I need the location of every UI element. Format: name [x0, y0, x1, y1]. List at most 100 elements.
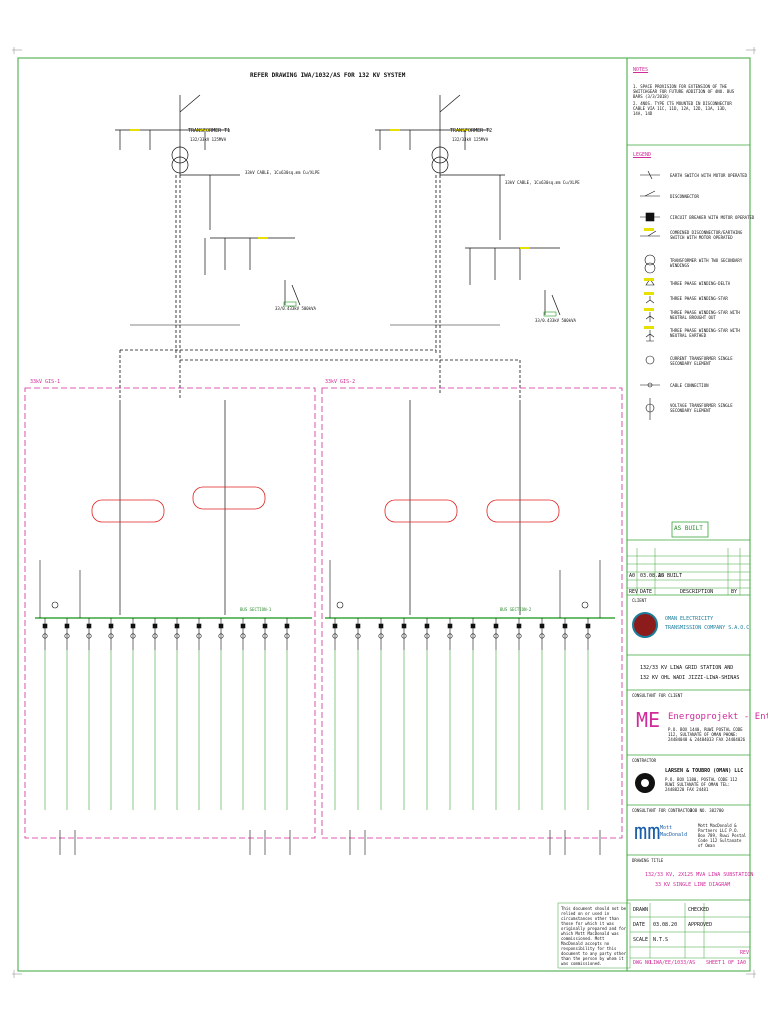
tx1-rating: 132/33kV 125MVA	[190, 137, 227, 142]
busbar-2-label: BUS SECTION-2	[500, 607, 532, 612]
legend-item-ct: CURRENT TRANSFORMER SINGLE SECONDARY ELE…	[670, 356, 733, 366]
drawing-title-line1: 132/33 KV, 2X125 MVA LIWA SUBSTATION	[645, 872, 754, 878]
as-built-stamp: AS BUILT	[674, 525, 703, 532]
feeder-breaker	[42, 623, 48, 629]
client-name-line1: OMAN ELECTRICITY	[665, 616, 714, 622]
legend-item-star: THREE PHASE WINDING-STAR	[670, 296, 728, 301]
contractor-address: P.O. BOX 1380, POSTAL CODE 112 RUWI SULT…	[665, 777, 738, 792]
feeder-ct	[196, 633, 202, 639]
tx1-label: TRANSFORMER T1	[188, 128, 231, 134]
legend-item-disconnector: DISCONNECTOR	[670, 194, 699, 199]
feeder-drops	[42, 618, 601, 855]
feeder-breaker	[562, 623, 568, 629]
feeder-breaker	[447, 623, 453, 629]
feeder-breaker	[332, 623, 338, 629]
drawing-number: LIWA/EE/1033/AS	[650, 960, 696, 966]
project-line1: 132/33 KV LIWA GRID STATION AND	[640, 665, 734, 671]
feeder-ct	[424, 633, 430, 639]
feeder-ct	[493, 633, 499, 639]
legend-item-star-earthed: THREE PHASE WINDING-STAR WITH NEUTRAL EA…	[670, 328, 740, 338]
checked-label: CHECKED	[688, 907, 710, 913]
disclaimer-text: This document should not be relied on or…	[561, 906, 627, 966]
legend-item-star-neutral: THREE PHASE WINDING-STAR WITH NEUTRAL BR…	[670, 310, 740, 320]
crop-marks	[12, 47, 756, 978]
feeder-breaker	[401, 623, 407, 629]
rev-label: REV	[740, 950, 750, 956]
feeder-ct	[355, 633, 361, 639]
gis-2-label: 33kV GIS-2	[325, 379, 356, 385]
drawing-title-text: REFER DRAWING IWA/1032/AS FOR 132 KV SYS…	[250, 72, 406, 79]
consultant-label: CONSULTANT FOR CLIENT	[632, 693, 683, 698]
cable-label-2: 33kV CABLE, 1Cx630sq.mm Cu/XLPE	[505, 180, 580, 185]
scale-value: N.T.S	[653, 937, 669, 943]
feeder-breaker	[539, 623, 545, 629]
drawing-title-line2: 33 KV SINGLE LINE DIAGRAM	[655, 882, 731, 888]
transformer-bay-2	[375, 94, 561, 317]
feeder-breaker	[108, 623, 114, 629]
revision-col-date: DATE	[640, 589, 653, 595]
drawing-title-label: DRAWING TITLE	[632, 858, 664, 863]
highlight-marks	[130, 129, 530, 249]
subcontractor-detail: Mott MacDonald & Partners LLC P.O. Box 7…	[698, 823, 747, 848]
feeder-ct	[378, 633, 384, 639]
feeder-ct	[585, 633, 591, 639]
feeder-ct	[218, 633, 224, 639]
revision-col-desc: DESCRIPTION	[680, 589, 714, 595]
feeder-ct	[86, 633, 92, 639]
feeder-ct	[470, 633, 476, 639]
revision-rev: A0	[629, 573, 636, 579]
gis-1-label: 33kV GIS-1	[30, 379, 61, 385]
revision-clouds	[91, 486, 560, 523]
subcontractor-label: CONSULTANT FOR CONTRACTOR	[632, 808, 693, 813]
feeder-ct	[152, 633, 158, 639]
tx2-rating: 132/33kV 125MVA	[452, 137, 489, 142]
legend-heading: LEGEND	[633, 152, 652, 158]
feeder-breaker	[516, 623, 522, 629]
drawing-number-label: DWG NO	[633, 960, 652, 966]
incomer-conductors	[119, 400, 521, 615]
revision-description: AS BUILT	[658, 573, 683, 579]
feeder-ct	[42, 633, 48, 639]
gis-boundary-2	[321, 387, 623, 839]
feeder-cables	[44, 650, 589, 810]
client-label: CLIENT	[632, 598, 647, 603]
consultant-address: P.O. BOX 1440, RUWI POSTAL CODE 112, SUL…	[668, 727, 746, 742]
feeder-ct	[401, 633, 407, 639]
legend-item-cable: CABLE CONNECTION	[670, 383, 709, 388]
client-logo	[632, 612, 658, 638]
feeder-breaker	[585, 623, 591, 629]
feeder-ct	[174, 633, 180, 639]
feeder-breaker	[130, 623, 136, 629]
busbar-1-label: BUS SECTION-1	[240, 607, 272, 612]
feeder-breaker	[493, 623, 499, 629]
legend-symbols	[640, 170, 660, 420]
revision-grid	[627, 548, 750, 595]
feeder-breaker	[86, 623, 92, 629]
feeder-breaker	[64, 623, 70, 629]
feeder-ct	[562, 633, 568, 639]
note-2: 2. 4NOS. TYPE CTS MOUNTED IN DISCONNECTO…	[633, 101, 732, 116]
feeder-breaker	[284, 623, 290, 629]
approved-label: APPROVED	[688, 922, 713, 928]
notes-heading: NOTES	[633, 67, 649, 73]
feeder-ct	[539, 633, 545, 639]
feeder-breaker	[196, 623, 202, 629]
contractor-label: CONTRACTOR	[632, 758, 657, 763]
feeder-breaker	[152, 623, 158, 629]
tx2-label: TRANSFORMER T2	[450, 128, 493, 134]
date-value: 03.08.20	[653, 922, 678, 928]
subcontractor-logo: mm	[634, 820, 661, 845]
feeder-breaker	[378, 623, 384, 629]
drawing-frame	[17, 57, 751, 972]
feeder-ct	[130, 633, 136, 639]
legend-item-delta: THREE PHASE WINDING-DELTA	[670, 281, 731, 286]
feeder-ct	[262, 633, 268, 639]
contractor-name: LARSEN & TOUBRO (OMAN) LLC	[665, 768, 744, 774]
revision-col-rev: REV	[629, 589, 639, 595]
cable-label-1: 33kV CABLE, 1Cx630sq.mm Cu/XLPE	[245, 170, 320, 175]
feeder-ct	[108, 633, 114, 639]
feeder-ct	[284, 633, 290, 639]
legend-item-earth-switch: EARTH SWITCH WITH MOTOR OPERATED	[670, 173, 748, 178]
job-number: JOB NO. 382780	[690, 808, 724, 813]
feeder-ct	[64, 633, 70, 639]
